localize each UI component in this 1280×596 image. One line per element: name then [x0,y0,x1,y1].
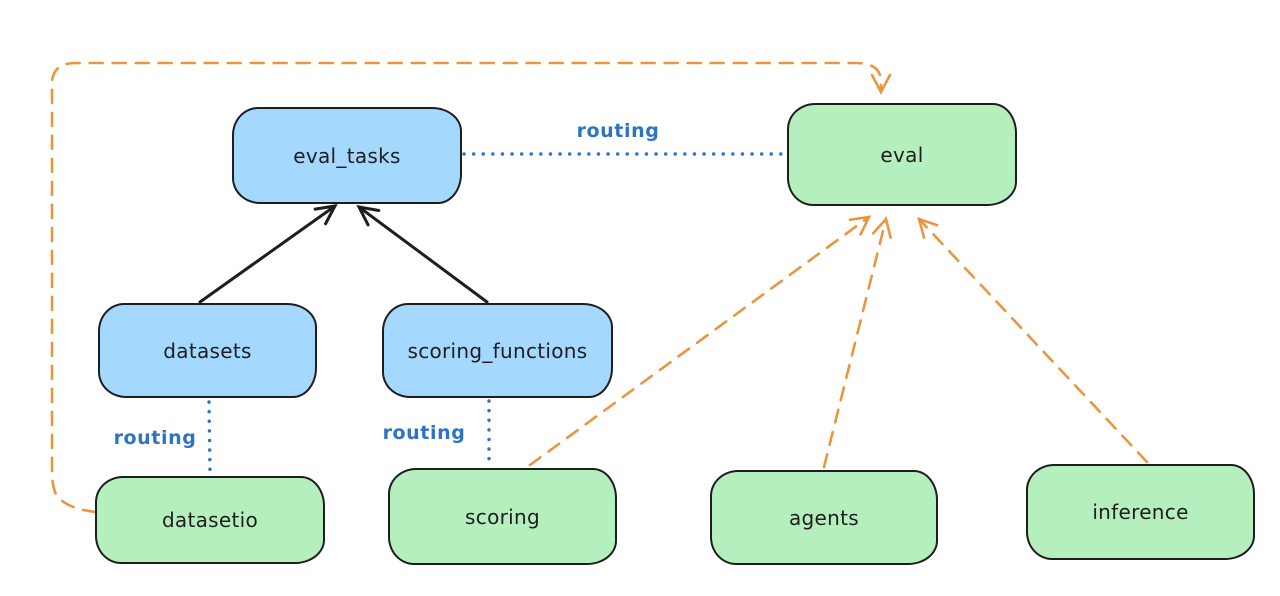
edge-datasets-to-eval-tasks [198,204,338,304]
edge-agents-to-eval [822,216,892,469]
node-agents-label: agents [789,505,859,530]
routing-label-scoring-functions-scoring: routing [382,422,466,444]
node-inference-label: inference [1092,500,1189,524]
edge-inference-to-eval [917,216,1149,464]
node-inference: inference [1026,464,1255,560]
node-datasets: datasets [98,303,317,398]
node-datasetio: datasetio [95,476,325,564]
node-eval-tasks-label: eval_tasks [293,143,401,168]
node-scoring-functions: scoring_functions [382,303,613,398]
node-eval-tasks: eval_tasks [232,107,462,204]
node-eval-label: eval [880,142,924,167]
node-datasetio-label: datasetio [161,508,259,532]
routing-label-eval-tasks-eval: routing [576,120,660,142]
routing-label-datasets-datasetio: routing [113,427,197,449]
node-datasets-label: datasets [163,338,252,363]
node-scoring-label: scoring [465,504,540,529]
node-scoring-functions-label: scoring_functions [407,338,588,363]
node-agents: agents [710,470,938,565]
node-scoring: scoring [388,468,617,565]
node-eval: eval [787,103,1017,206]
edge-scoring-to-eval [528,215,872,467]
edge-scoring-functions-to-eval-tasks [356,205,489,304]
edge-datasets-to-datasetio-routing [207,400,212,473]
